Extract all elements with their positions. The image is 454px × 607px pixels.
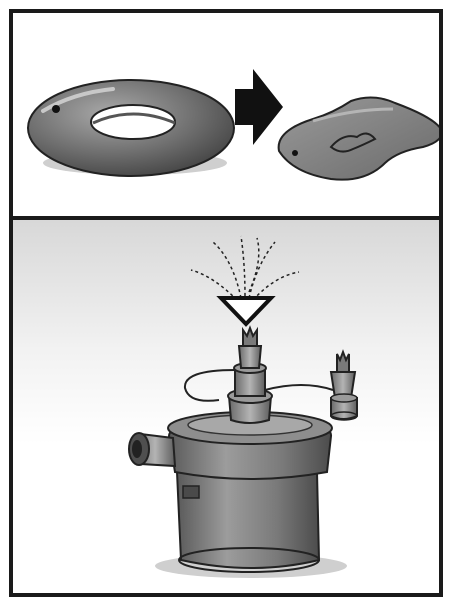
swim-ring-deflated	[279, 97, 439, 179]
deflate-panel	[13, 13, 439, 216]
arrow-right-icon	[235, 69, 283, 145]
hose-right	[265, 385, 333, 390]
air-outflow-lines	[191, 236, 299, 300]
spare-nozzle	[331, 352, 357, 420]
power-switch	[183, 486, 199, 498]
outflow-triangle-icon	[221, 298, 271, 324]
instruction-figure	[9, 9, 443, 597]
pump-illustration	[13, 220, 439, 593]
deflation-nozzle	[228, 328, 272, 423]
valve-icon	[52, 105, 60, 113]
swim-ring-inflated	[28, 80, 234, 176]
deflate-illustration	[13, 13, 439, 216]
air-pump	[129, 412, 332, 572]
pump-panel	[13, 220, 439, 593]
